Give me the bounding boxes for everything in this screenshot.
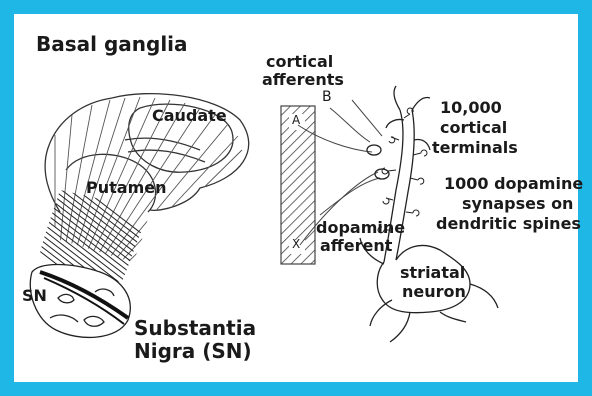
marker-b: B — [322, 90, 332, 105]
label-substantia-nigra-line2: Nigra (SN) — [134, 341, 252, 362]
label-dopamine-afferent-line2: afferent — [320, 238, 392, 255]
marker-x: X — [292, 238, 300, 251]
label-substantia-nigra-line1: Substantia — [134, 318, 256, 339]
label-dopamine-synapses-line1: 1000 dopamine — [444, 176, 583, 193]
label-dopamine-afferent-line1: dopamine — [316, 220, 405, 237]
label-cortical-terminals-line1: 10,000 — [440, 100, 502, 117]
label-putamen: Putamen — [86, 180, 166, 197]
label-dopamine-synapses-line2: synapses on — [462, 196, 573, 213]
title-basal-ganglia: Basal ganglia — [36, 34, 188, 55]
label-striatal-neuron-line1: striatal — [400, 265, 465, 282]
label-dopamine-synapses-line3: dendritic spines — [436, 216, 581, 233]
marker-a: A — [292, 114, 300, 127]
label-cortical-afferents-line2: afferents — [262, 72, 344, 89]
label-caudate: Caudate — [152, 108, 227, 125]
label-sn: SN — [22, 288, 47, 305]
label-cortical-terminals-line2: cortical — [440, 120, 507, 137]
label-striatal-neuron-line2: neuron — [402, 284, 466, 301]
label-cortical-afferents-line1: cortical — [266, 54, 333, 71]
label-cortical-terminals-line3: terminals — [432, 140, 518, 157]
